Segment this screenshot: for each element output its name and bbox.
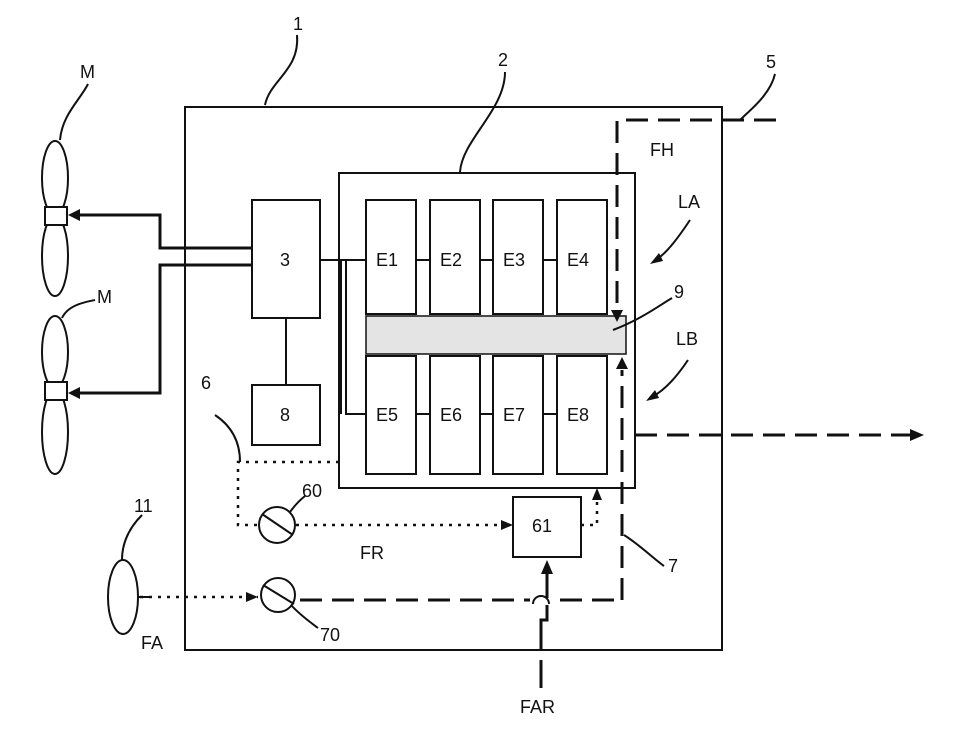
far-label: FAR bbox=[520, 697, 555, 717]
cell-e3-label: E3 bbox=[503, 250, 525, 270]
motor-top bbox=[42, 141, 68, 296]
cell-e8-label: E8 bbox=[567, 405, 589, 425]
motor-bottom-label: M bbox=[97, 287, 112, 307]
arrow-motor-bottom bbox=[68, 387, 80, 399]
ref-5-label: 5 bbox=[766, 52, 776, 72]
intake-11 bbox=[108, 560, 138, 634]
plate-9 bbox=[366, 316, 626, 354]
ref-11-label: 11 bbox=[134, 496, 153, 516]
arrow-air-outlet bbox=[910, 429, 924, 441]
cell-e4-label: E4 bbox=[567, 250, 589, 270]
cell-e2-label: E2 bbox=[440, 250, 462, 270]
ref-70-label: 70 bbox=[320, 625, 340, 645]
ref-61-label: 61 bbox=[532, 516, 552, 536]
leader-11 bbox=[122, 515, 142, 560]
leader-5 bbox=[740, 74, 775, 120]
fh-label: FH bbox=[650, 140, 674, 160]
leader-1 bbox=[265, 35, 297, 105]
ref-2-label: 2 bbox=[498, 50, 508, 70]
cell-e1-label: E1 bbox=[376, 250, 398, 270]
fa-label: FA bbox=[141, 633, 163, 653]
ref-3-label: 3 bbox=[280, 250, 290, 270]
motor-top-leader bbox=[60, 84, 88, 140]
motor-bottom-leader bbox=[62, 300, 95, 318]
la-label: LA bbox=[678, 192, 700, 212]
lb-label: LB bbox=[676, 329, 698, 349]
fr-label: FR bbox=[360, 543, 384, 563]
ref-7-label: 7 bbox=[668, 556, 678, 576]
pump-60 bbox=[259, 507, 295, 543]
arrow-motor-top bbox=[68, 209, 80, 221]
motor-top-label: M bbox=[80, 62, 95, 82]
fan-70 bbox=[261, 578, 295, 612]
ref-6-label: 6 bbox=[201, 373, 211, 393]
ref-60-label: 60 bbox=[302, 481, 322, 501]
ref-1-label: 1 bbox=[293, 14, 303, 34]
motor-bottom bbox=[42, 316, 68, 474]
ref-9-label: 9 bbox=[674, 282, 684, 302]
cell-e6-label: E6 bbox=[440, 405, 462, 425]
cell-e5-label: E5 bbox=[376, 405, 398, 425]
cell-e7-label: E7 bbox=[503, 405, 525, 425]
ref-8-label: 8 bbox=[280, 405, 290, 425]
